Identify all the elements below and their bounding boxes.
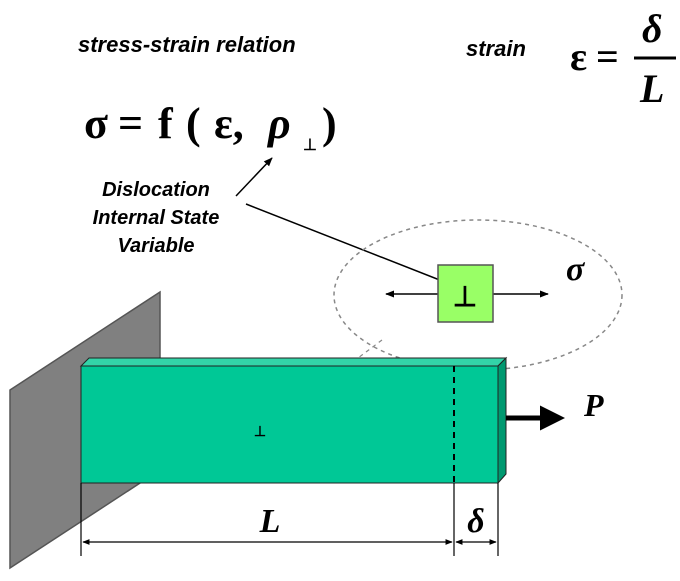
stress-epsilon: ε,	[214, 99, 244, 148]
bar-side-face	[497, 356, 507, 485]
strain-numerator-delta: δ	[642, 6, 663, 51]
stress-rho-subscript: ⊥	[303, 137, 317, 154]
strain-equals: =	[596, 34, 619, 79]
strain-equation: ε = δ L	[570, 6, 676, 111]
elongation-label-delta: δ	[467, 503, 484, 540]
pointer-arrow-to-rho	[235, 157, 273, 197]
annotation-line-1: Dislocation	[102, 179, 210, 201]
strain-label: strain	[466, 36, 526, 61]
strain-epsilon: ε	[570, 34, 587, 79]
stress-open-paren: (	[186, 99, 201, 148]
load-label-P: P	[583, 387, 604, 423]
annotation-line-2: Internal State	[93, 207, 220, 229]
pointer-arrow-to-dislocation	[245, 203, 461, 289]
bar-dislocation-symbol: ⊥	[254, 425, 266, 440]
stress-sigma: σ	[84, 99, 108, 148]
stress-func-f: f	[158, 99, 174, 148]
strain-denominator-L: L	[639, 66, 664, 111]
zoom-square	[437, 264, 494, 323]
relation-label: stress-strain relation	[78, 32, 296, 57]
stress-equation: σ = f ( ε, ρ ⊥ )	[84, 99, 337, 154]
bar-top-face	[79, 357, 508, 367]
zoom-stress-sigma: σ	[566, 251, 586, 288]
annotation-line-3: Variable	[117, 235, 194, 257]
annotation-label: Dislocation Internal State Variable	[93, 179, 220, 257]
zoom-dislocation-symbol: ⊥	[453, 282, 477, 313]
stress-rho: ρ	[266, 99, 291, 148]
stress-close-paren: )	[322, 99, 337, 148]
stress-equals: =	[118, 99, 143, 148]
length-label-L: L	[259, 503, 281, 540]
bar-front-face	[80, 365, 499, 484]
